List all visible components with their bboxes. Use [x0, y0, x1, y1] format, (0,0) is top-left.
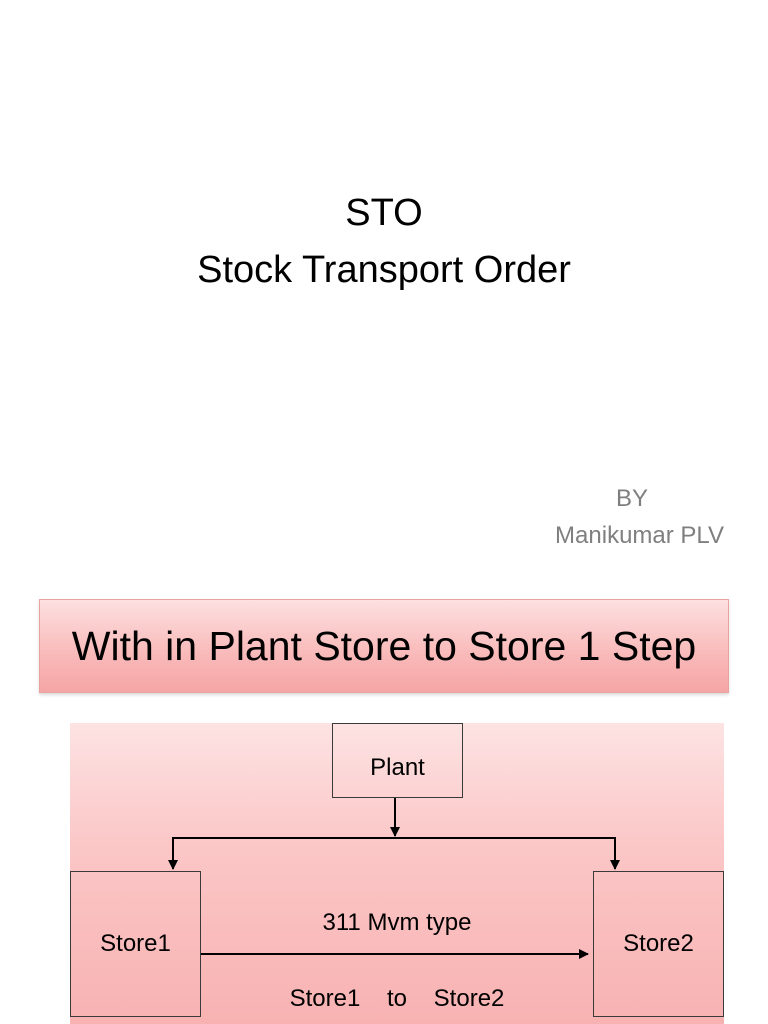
store2-box: Store2 — [593, 871, 724, 1017]
title-slide: STO Stock Transport Order BY Manikumar P… — [197, 192, 724, 549]
by-label: BY — [615, 485, 648, 512]
slide-title-full: Stock Transport Order — [197, 249, 571, 291]
store1-box: Store1 — [70, 871, 201, 1017]
movement-type-label: 311 Mvm type — [322, 909, 472, 936]
flow-target: Store2 — [433, 985, 505, 1012]
plant-label: Plant — [370, 753, 425, 781]
author-name: Manikumar PLV — [555, 522, 724, 549]
flow-to: to — [386, 985, 407, 1012]
connector-arrows — [168, 798, 620, 959]
slide-banner-title: With in Plant Store to Store 1 Step — [39, 599, 729, 693]
store2-label: Store2 — [623, 930, 694, 957]
flow-from: Store1 — [289, 985, 361, 1012]
store1-label: Store1 — [100, 930, 171, 957]
flow-description: Store1 to Store2 — [250, 985, 544, 1013]
plant-box: Plant — [332, 723, 463, 798]
slide-title-acronym: STO — [345, 192, 423, 234]
branch-connector — [172, 837, 616, 868]
flow-diagram: Plant Store1 Store2 311 Mvm type Store1 … — [70, 723, 724, 1024]
